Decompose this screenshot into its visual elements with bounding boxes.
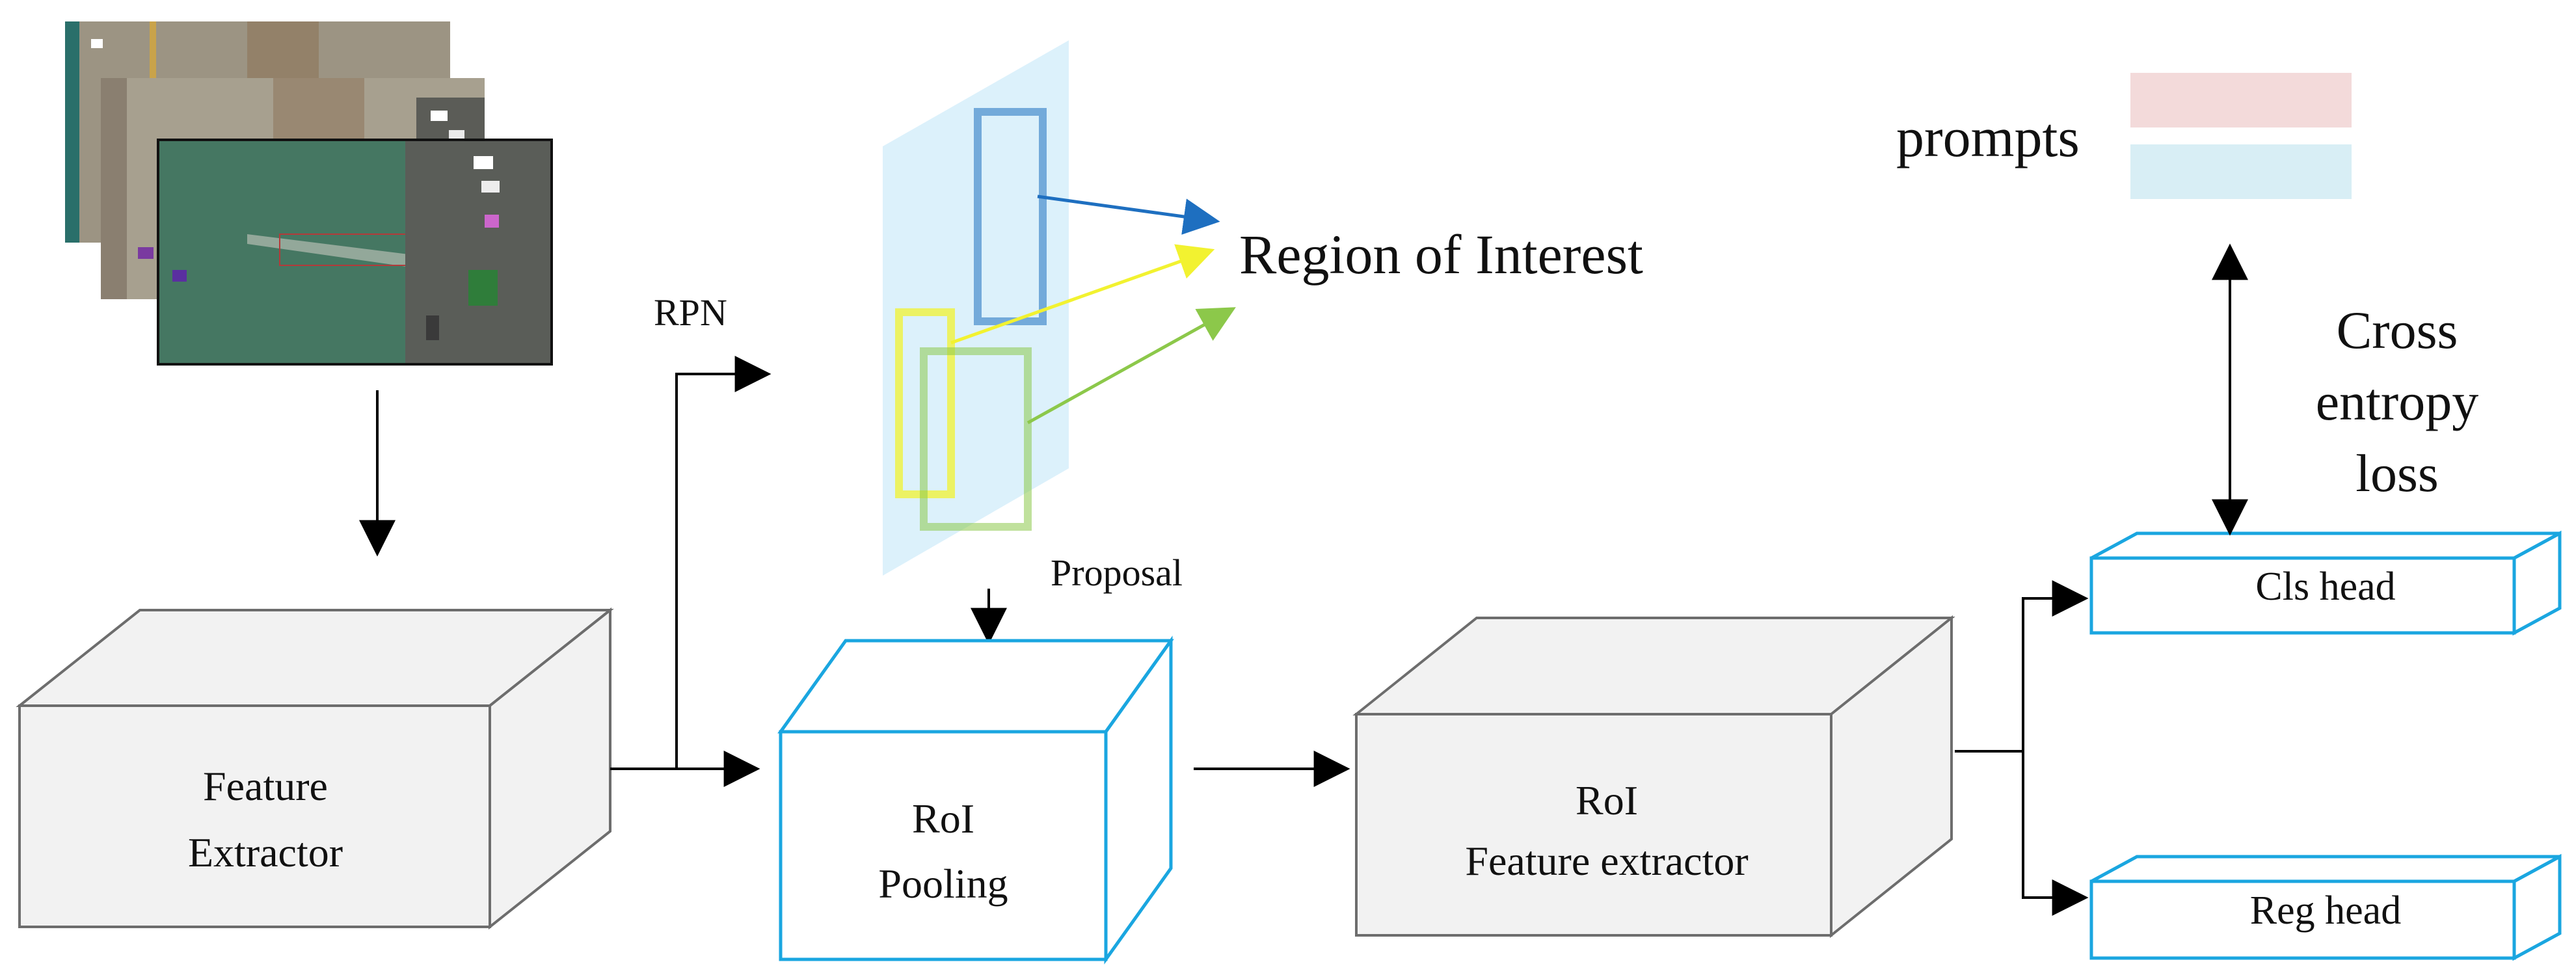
roi-feature-extractor-block: RoI Feature extractor — [1352, 615, 1955, 939]
cross-entropy-loss-line1: Cross — [2337, 301, 2458, 360]
prompts-label: prompts — [1896, 106, 2080, 168]
arrow-roi-blue — [1037, 194, 1220, 235]
head-branch-arrows — [1955, 580, 2089, 916]
proposal-label: Proposal — [1051, 552, 1183, 594]
cls-head-block: Cls head — [2089, 530, 2562, 636]
cross-entropy-loss-line3: loss — [2355, 444, 2439, 503]
arrow-roi-green — [1026, 307, 1236, 425]
feature-extractor-block: Feature Extractor — [16, 607, 614, 930]
roi-pooling-label-line2: Pooling — [878, 861, 1008, 907]
arrow-roi-yellow — [950, 244, 1215, 345]
rpn-branch-arrows — [610, 356, 771, 787]
feature-extractor-label-line1: Feature — [203, 763, 328, 809]
cls-head-label: Cls head — [2255, 565, 2395, 609]
feature-extractor-label-line2: Extractor — [188, 829, 343, 875]
cross-entropy-loss-line2: entropy — [2316, 372, 2478, 431]
prompt-bar-blue — [2130, 144, 2352, 199]
roi-pooling-block: RoI Pooling — [777, 635, 1174, 965]
region-of-interest-label: Region of Interest — [1239, 223, 1643, 286]
roi-feature-extractor-label-line2: Feature extractor — [1465, 838, 1748, 884]
roi-pooling-label-line1: RoI — [912, 795, 974, 842]
rpn-label: RPN — [654, 291, 727, 334]
roi-proposal-green — [920, 347, 1032, 531]
prompt-bar-pink — [2130, 73, 2352, 127]
reg-head-block: Reg head — [2089, 853, 2562, 961]
input-image-front — [157, 139, 553, 366]
input-image-stack — [65, 21, 553, 366]
roi-feature-extractor-label-line1: RoI — [1576, 777, 1638, 823]
reg-head-label: Reg head — [2250, 888, 2401, 933]
